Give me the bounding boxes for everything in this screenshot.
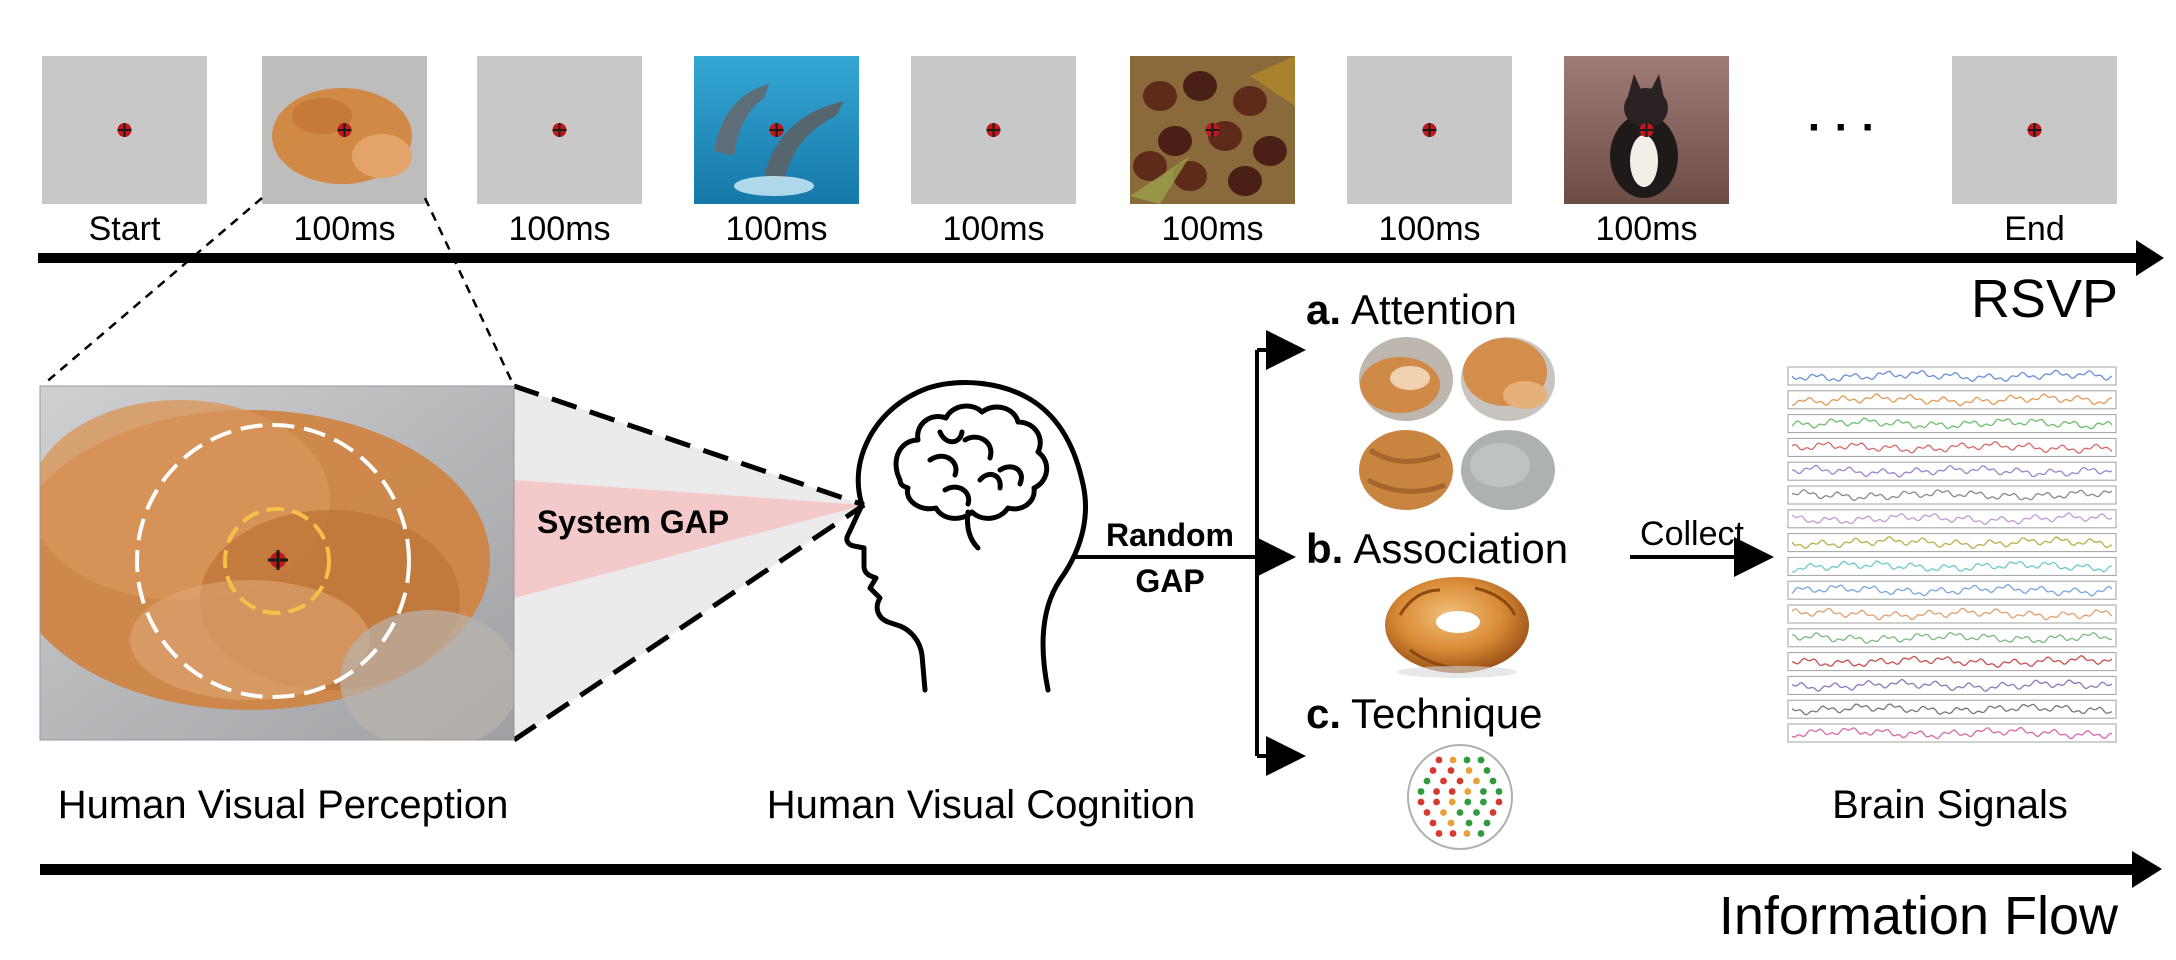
cognition-label: Human Visual Cognition	[767, 783, 1195, 827]
signal-trace	[1787, 675, 2117, 695]
rsvp-frame-label: 100ms	[1378, 210, 1480, 248]
signal-trace	[1787, 628, 2117, 648]
signal-trace	[1787, 509, 2117, 529]
rsvp-frame-blank: Start	[42, 56, 207, 248]
branch-bracket	[1255, 330, 1306, 776]
rsvp-frame-label: 100ms	[508, 210, 610, 248]
branch-a-title: a.Attention	[1306, 286, 1517, 333]
perception-label: Human Visual Perception	[58, 783, 509, 827]
rsvp-frame-label: End	[2004, 210, 2065, 248]
croissant-image	[1385, 577, 1529, 678]
rsvp-frame-label: 100ms	[1161, 210, 1263, 248]
fixation-cross-icon	[268, 550, 288, 570]
brain-signals-label: Brain Signals	[1832, 783, 2068, 827]
rsvp-frame-dolphins: 100ms	[694, 56, 859, 248]
signal-trace	[1787, 652, 2117, 672]
rsvp-frame-label: 100ms	[1595, 210, 1697, 248]
system-gap-label: System GAP	[537, 504, 729, 540]
collect-label: Collect	[1640, 515, 1744, 553]
perception-image	[40, 386, 514, 740]
information-flow-label: Information Flow	[1719, 886, 2119, 946]
rsvp-frame-blank: End	[1952, 56, 2117, 248]
information-flow-arrow	[40, 851, 2162, 888]
peripheral-vision-ring	[135, 423, 411, 699]
rsvp-frame-label: Start	[89, 210, 161, 248]
random-gap-label-line1: Random	[1106, 517, 1234, 553]
system-gap-cone	[512, 383, 866, 743]
signal-trace	[1787, 556, 2117, 576]
signal-trace	[1787, 699, 2117, 719]
rsvp-ellipsis: · · ·	[1808, 103, 1876, 152]
rsvp-frame-blank: 100ms	[477, 56, 642, 248]
zoom-line-right	[423, 197, 515, 385]
signal-trace	[1787, 366, 2117, 386]
rsvp-frame-label: 100ms	[293, 210, 395, 248]
rsvp-frame-blank: 100ms	[1347, 56, 1512, 248]
rsvp-frame-label: 100ms	[725, 210, 827, 248]
rsvp-frames: Start 100ms 100ms 100ms 100ms 100ms 100ms 100ms…	[42, 56, 2117, 248]
eeg-electrode-map	[1407, 744, 1513, 850]
signal-trace	[1787, 580, 2117, 600]
signal-trace	[1787, 723, 2117, 743]
signal-trace	[1787, 414, 2117, 434]
signal-trace	[1787, 485, 2117, 505]
attention-crops	[1359, 337, 1555, 510]
rsvp-frame-label: 100ms	[942, 210, 1044, 248]
brain-signal-traces	[1787, 366, 2117, 743]
signal-trace	[1787, 461, 2117, 481]
rsvp-frame-dog: 100ms	[1564, 56, 1729, 248]
signal-trace	[1787, 437, 2117, 457]
foveal-vision-ring	[223, 507, 331, 615]
branch-b-title: b.Association	[1306, 525, 1568, 572]
rsvp-frame-cat: 100ms	[262, 56, 427, 248]
rsvp-frame-blank: 100ms	[911, 56, 1076, 248]
signal-trace	[1787, 390, 2117, 410]
rsvp-title: RSVP	[1971, 269, 2118, 329]
rsvp-timeline-arrow	[38, 240, 2164, 276]
signal-trace	[1787, 604, 2117, 624]
rsvp-frame-chestnuts: 100ms	[1130, 56, 1295, 248]
branch-c-title: c.Technique	[1306, 690, 1543, 737]
signal-trace	[1787, 533, 2117, 553]
head-brain-icon	[844, 380, 1089, 693]
random-gap-label-line2: GAP	[1135, 563, 1204, 599]
